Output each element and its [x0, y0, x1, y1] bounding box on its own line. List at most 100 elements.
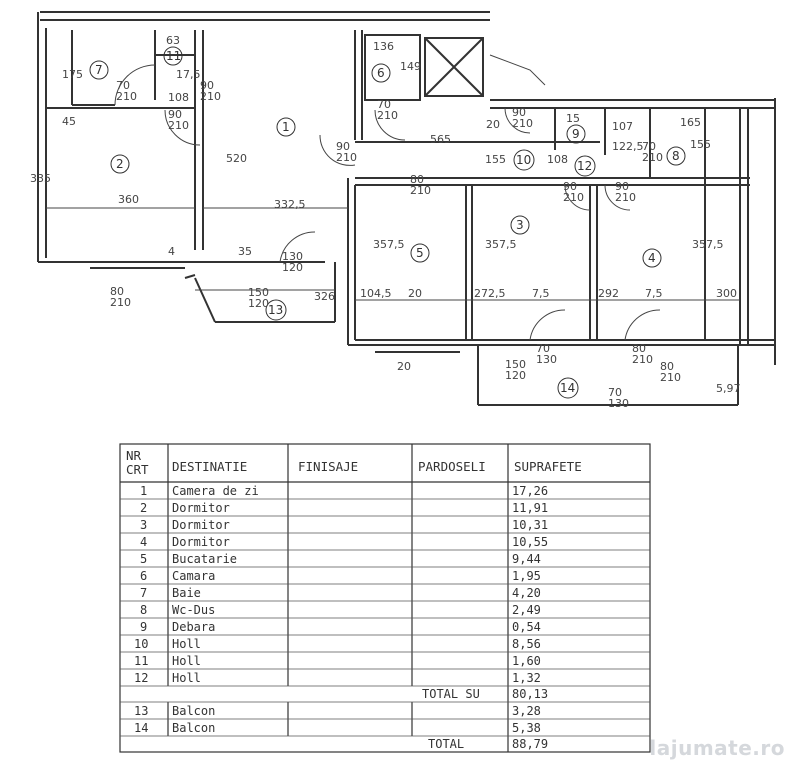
- dim-text: 108: [547, 153, 568, 166]
- row-area: 1,32: [512, 671, 541, 685]
- dim-text: 155: [690, 138, 711, 151]
- dim-text: 17,5: [176, 68, 201, 81]
- header-finisaje: FINISAJE: [298, 459, 358, 474]
- row-destination: Holl: [172, 654, 201, 668]
- dim-text: 4: [168, 245, 175, 258]
- dim-text: 292: [598, 287, 619, 300]
- dim-text: 45: [62, 115, 76, 128]
- total-su-label: TOTAL SU: [422, 687, 480, 701]
- row-number: 2: [140, 501, 147, 515]
- row-area: 2,49: [512, 603, 541, 617]
- watermark: lajumate.ro: [649, 736, 785, 760]
- dim-text: 357,5: [485, 238, 517, 251]
- dim-text: 149: [400, 60, 421, 73]
- row-area: 11,91: [512, 501, 548, 515]
- row-number: 11: [134, 654, 148, 668]
- header-pardoseli: PARDOSELI: [418, 459, 486, 474]
- row-number: 5: [140, 552, 147, 566]
- row-number: 3: [140, 518, 147, 532]
- total-label: TOTAL: [428, 737, 464, 751]
- row-area: 5,38: [512, 721, 541, 735]
- total-su-value: 80,13: [512, 687, 548, 701]
- row-number: 7: [140, 586, 147, 600]
- dim-text: 335: [30, 172, 51, 185]
- dim-text: 357,5: [373, 238, 405, 251]
- row-number: 12: [134, 671, 148, 685]
- row-number: 8: [140, 603, 147, 617]
- dim-text: 5,97: [716, 382, 741, 395]
- row-number: 6: [140, 569, 147, 583]
- row-destination: Wc-Dus: [172, 603, 215, 617]
- header-suprafete: SUPRAFETE: [514, 459, 582, 474]
- total-value: 88,79: [512, 737, 548, 751]
- row-area: 9,44: [512, 552, 541, 566]
- row-area: 10,55: [512, 535, 548, 549]
- row-destination: Dormitor: [172, 518, 230, 532]
- room-1-label: 1: [282, 120, 290, 134]
- header-crt: CRT: [126, 462, 149, 477]
- dim-text: 165: [680, 116, 701, 129]
- row-destination: Balcon: [172, 721, 215, 735]
- dim-text: 175: [62, 68, 83, 81]
- room-14-label: 14: [560, 381, 575, 395]
- row-number: 1: [140, 484, 147, 498]
- room-8-label: 8: [672, 149, 680, 163]
- floor-plan: 1 2 3 4 5 6 7 8 9 10 11 12 13 14 63 175 …: [30, 11, 776, 410]
- row-area: 10,31: [512, 518, 548, 532]
- row-number: 14: [134, 721, 148, 735]
- dim-text: 357,5: [692, 238, 724, 251]
- row-area: 1,95: [512, 569, 541, 583]
- room-10-label: 10: [516, 153, 531, 167]
- row-area: 3,28: [512, 704, 541, 718]
- row-destination: Camera de zi: [172, 484, 259, 498]
- dim-text: 360: [118, 193, 139, 206]
- room-7-label: 7: [95, 63, 103, 77]
- dim-text: 520: [226, 152, 247, 165]
- dim-text: 15: [566, 112, 580, 125]
- room-4-label: 4: [648, 251, 656, 265]
- row-destination: Dormitor: [172, 535, 230, 549]
- dim-text: 155: [485, 153, 506, 166]
- row-area: 4,20: [512, 586, 541, 600]
- dim-text: 20: [397, 360, 411, 373]
- dim-text: 122,5: [612, 140, 644, 153]
- dim-text: 20: [486, 118, 500, 131]
- dim-text: 104,5: [360, 287, 392, 300]
- row-destination: Bucatarie: [172, 552, 237, 566]
- room-2-label: 2: [116, 157, 124, 171]
- dim-text: 300: [716, 287, 737, 300]
- row-destination: Holl: [172, 637, 201, 651]
- row-number: 4: [140, 535, 147, 549]
- dim-text: 107: [612, 120, 633, 133]
- row-number: 13: [134, 704, 148, 718]
- room-6-label: 6: [377, 66, 385, 80]
- header-nr: NR: [126, 448, 142, 463]
- row-area: 8,56: [512, 637, 541, 651]
- dim-text: 108: [168, 91, 189, 104]
- dim-text: 63: [166, 34, 180, 47]
- dim-text: 332,5: [274, 198, 306, 211]
- row-destination: Baie: [172, 586, 201, 600]
- dim-text: 7,5: [645, 287, 663, 300]
- room-3-label: 3: [516, 218, 524, 232]
- dim-text: 565: [430, 133, 451, 146]
- header-destinatie: DESTINATIE: [172, 459, 247, 474]
- dim-text: 136: [373, 40, 394, 53]
